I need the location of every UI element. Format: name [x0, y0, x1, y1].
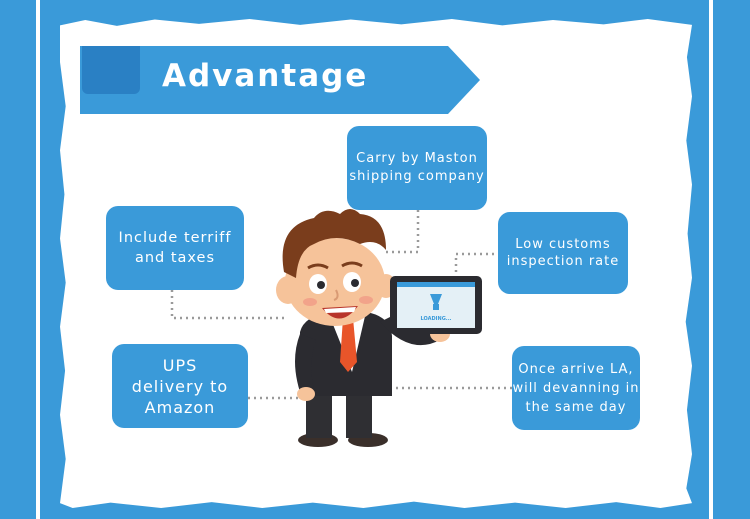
box-devanning: Once arrive LA, will devanning in the sa…: [512, 346, 640, 430]
box-tariff-text: Include terriff and taxes: [118, 230, 232, 266]
tablet-loading-text: LOADING...: [421, 316, 452, 322]
funnel-icon: [430, 294, 442, 304]
box-ups: UPS delivery to Amazon: [112, 344, 248, 428]
banner-square-icon: [82, 46, 140, 94]
box-devanning-text: Once arrive LA, will devanning in the sa…: [512, 361, 640, 415]
box-customs-text: Low customs inspection rate: [506, 237, 620, 269]
box-ups-text: UPS delivery to Amazon: [131, 355, 229, 417]
left-frame-line: [36, 0, 40, 519]
connector-carry: [382, 210, 420, 254]
tablet-icon: LOADING...: [390, 276, 482, 334]
box-carry-text: Carry by Maston shipping company: [349, 151, 485, 184]
connector-tariff: [170, 290, 286, 320]
right-frame-line: [709, 0, 713, 519]
box-customs: Low customs inspection rate: [498, 212, 628, 294]
box-tariff: Include terriff and taxes: [106, 206, 244, 290]
page-title: Advantage: [162, 58, 369, 94]
box-carry: Carry by Maston shipping company: [347, 126, 487, 210]
title-banner: Advantage: [80, 46, 480, 114]
connector-customs: [454, 252, 500, 282]
